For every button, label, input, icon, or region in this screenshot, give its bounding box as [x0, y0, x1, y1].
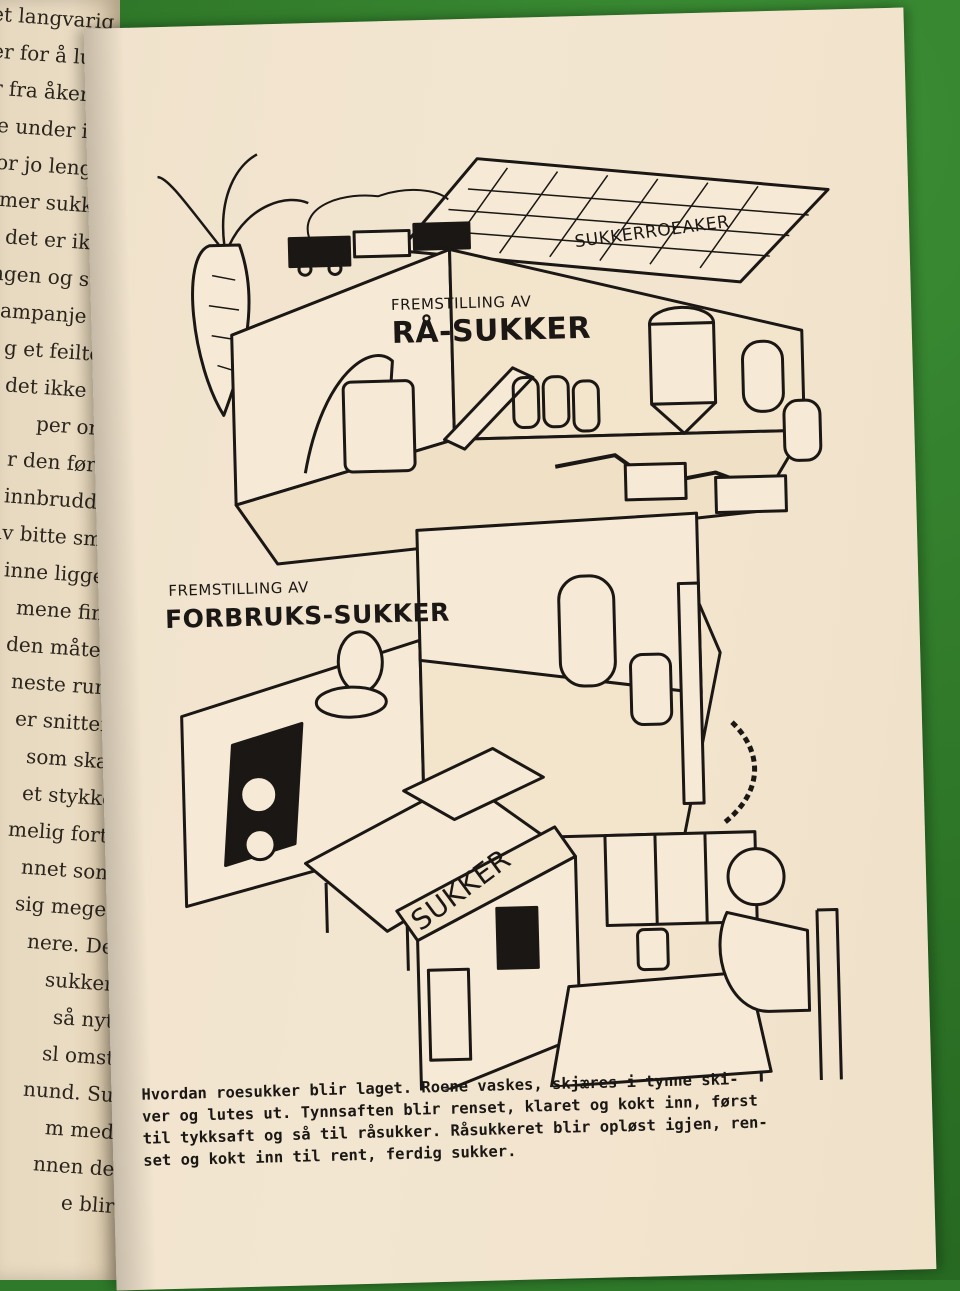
left-page-text-fragment: sl omst	[41, 1040, 115, 1070]
left-page-text-fragment: nnen de	[31, 1151, 115, 1181]
left-page-text-fragment: den måten	[5, 631, 115, 663]
left-page-text-fragment: sig meget	[14, 891, 115, 922]
left-page-text-fragment: melig fort.	[7, 816, 115, 848]
left-page-text-fragment: nnet som	[20, 854, 115, 885]
left-page-text-fragment: er snitter,	[14, 706, 115, 737]
label-raw-sugar-small: FREMSTILLING AV	[390, 292, 532, 314]
left-page-text-fragment: nere. De	[26, 928, 115, 959]
train	[287, 188, 471, 277]
sugar-production-illustration	[157, 153, 843, 1098]
figure-caption: Hvordan roesukker blir laget. Roene vask…	[141, 1065, 843, 1171]
sugar-shop-building	[395, 825, 582, 1098]
raw-sugar-factory	[230, 247, 823, 566]
left-page-text-fragment: e blir	[59, 1190, 115, 1218]
breakfast-table-scene	[549, 830, 843, 1098]
left-page-text-fragment: som skal	[25, 743, 115, 774]
right-book-page: SUKKERROEAKER FREMSTILLING AV RÅ-SUKKER …	[83, 7, 937, 1291]
left-page-text-fragment: sukker	[44, 967, 115, 996]
consumer-sugar-factory	[180, 511, 758, 971]
left-page-text-fragment: et stykke	[21, 780, 115, 811]
left-page-text-fragment: neste rum	[10, 668, 115, 700]
label-consumer-sugar-small: FREMSTILLING AV	[168, 578, 309, 600]
left-page-text-fragment: m med	[44, 1115, 115, 1144]
left-page-text-fragment: så nyt	[52, 1004, 115, 1033]
beet-field	[398, 157, 830, 284]
label-raw-sugar-big: RÅ-SUKKER	[391, 310, 592, 351]
left-page-text-fragment: nund. Su	[22, 1076, 115, 1107]
